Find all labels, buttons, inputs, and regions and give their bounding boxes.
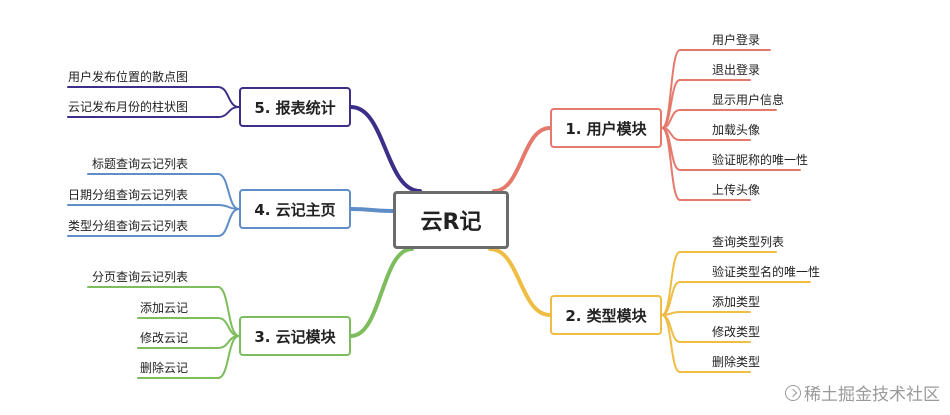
watermark-text: 稀土掘金技术社区 [804,385,940,405]
leaf-connector-report-0 [217,86,240,108]
leaf-type-3[interactable]: 修改类型 [712,325,761,339]
leaf-type-0[interactable]: 查询类型列表 [712,235,785,249]
leaf-connector-note-3 [217,335,240,379]
topic-report[interactable]: 5. 报表统计 [239,87,351,127]
leaf-note-0[interactable]: 分页查询云记列表 [91,270,188,284]
watermark: 稀土掘金技术社区 [785,380,940,405]
leaf-connector-type-4 [661,314,681,373]
leaf-home-2[interactable]: 类型分组查询云记列表 [67,219,188,233]
leaf-user-1[interactable]: 退出登录 [712,63,761,77]
branch-connector-user [492,126,552,193]
leaf-user-2[interactable]: 显示用户信息 [712,93,785,107]
topic-home[interactable]: 4. 云记主页 [239,189,351,229]
juejin-logo-icon [785,384,801,401]
leaf-connector-home-2 [217,208,240,237]
branch-connector-type [488,247,552,317]
topic-user[interactable]: 1. 用户模块 [550,108,662,148]
branch-connector-note [349,247,414,338]
leaf-type-1[interactable]: 验证类型名的唯一性 [712,265,821,279]
central-topic[interactable]: 云R记 [393,191,509,249]
leaf-note-2[interactable]: 修改云记 [139,331,188,345]
leaf-type-2[interactable]: 添加类型 [712,295,761,309]
leaf-home-1[interactable]: 日期分组查询云记列表 [67,188,188,202]
branch-connector-home [349,207,395,213]
leaf-user-4[interactable]: 验证昵称的唯一性 [712,153,809,167]
leaf-user-0[interactable]: 用户登录 [712,33,761,47]
leaf-user-5[interactable]: 上传头像 [712,183,761,197]
leaf-home-0[interactable]: 标题查询云记列表 [91,157,188,171]
leaf-type-4[interactable]: 删除类型 [712,355,761,369]
leaf-report-1[interactable]: 云记发布月份的柱状图 [67,100,188,114]
leaf-user-3[interactable]: 加载头像 [712,123,761,137]
branch-connector-report [349,105,422,193]
leaf-note-3[interactable]: 删除云记 [139,361,188,375]
leaf-connector-user-5 [661,127,681,201]
leaf-report-0[interactable]: 用户发布位置的散点图 [67,70,188,84]
topic-note[interactable]: 3. 云记模块 [239,316,351,356]
leaf-connector-user-0 [661,49,681,129]
leaf-connector-home-0 [217,173,240,210]
leaf-connector-report-1 [217,106,240,118]
leaf-note-1[interactable]: 添加云记 [139,301,188,315]
topic-type[interactable]: 2. 类型模块 [550,295,662,335]
